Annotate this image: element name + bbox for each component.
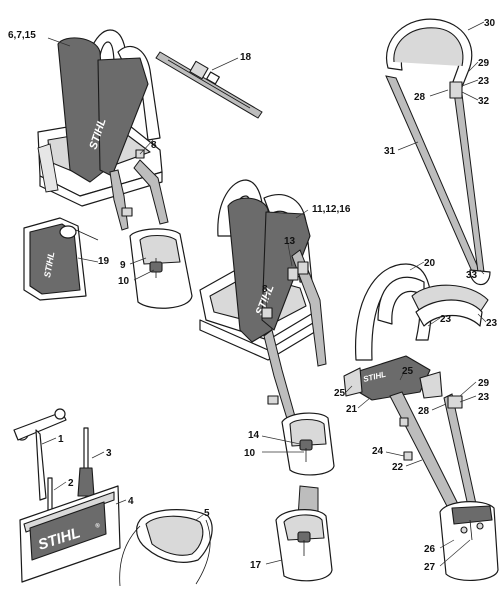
part-4-manual: STIHL ®: [19, 485, 121, 583]
callout-8-center: 8: [262, 284, 268, 295]
part-17-pouch: [275, 485, 333, 582]
callout-19: 19: [98, 256, 110, 267]
callout-24: 24: [372, 446, 384, 457]
harness-one: STIHL: [37, 29, 193, 309]
callout-33: 33: [466, 270, 478, 281]
callout-20: 20: [424, 258, 436, 269]
callout-28: 28: [414, 92, 426, 103]
callout-10-center: 10: [244, 448, 256, 459]
callout-25-right: 25: [402, 366, 414, 377]
callout-32: 32: [478, 96, 490, 107]
leader-lines: [41, 21, 487, 567]
part-5-glasses: [119, 509, 213, 587]
callout-29: 29: [478, 58, 490, 69]
callout-25-left: 25: [334, 388, 346, 399]
callout-31: 31: [384, 146, 396, 157]
callout-28-lower: 28: [418, 406, 430, 417]
callout-23-lower: 23: [478, 392, 490, 403]
callout-13: 13: [284, 236, 296, 247]
harness-two: STIHL: [199, 179, 335, 476]
callout-6-7-15: 6,7,15: [8, 30, 36, 41]
callout-4: 4: [128, 496, 134, 507]
part-19-pouch: STIHL: [23, 217, 99, 301]
callout-26: 26: [424, 544, 436, 555]
part-19-brand: STIHL: [42, 251, 56, 278]
callout-3: 3: [106, 448, 112, 459]
callout-22: 22: [392, 462, 404, 473]
callout-1: 1: [58, 434, 64, 445]
shoulder-strap-30: [385, 18, 491, 286]
callout-17: 17: [250, 560, 262, 571]
callout-9: 9: [120, 260, 126, 271]
callout-27: 27: [424, 562, 436, 573]
harness-three: STIHL: [343, 263, 499, 581]
callout-18: 18: [240, 52, 252, 63]
callout-29-lower: 29: [478, 378, 490, 389]
callout-23: 23: [478, 76, 490, 87]
part-18-strap: [155, 51, 263, 119]
callout-8: 8: [151, 140, 157, 151]
callout-23-left: 23: [440, 314, 452, 325]
callout-labels: 6,7,15 18 8 19 9 10 11,12,16 13 8 14 10 …: [8, 18, 498, 573]
tools-1-2-3: [13, 408, 95, 511]
manual-registered: ®: [94, 522, 101, 530]
callout-23-right: 23: [486, 318, 498, 329]
callout-10: 10: [118, 276, 130, 287]
callout-30: 30: [484, 18, 496, 29]
callout-11-12-16: 11,12,16: [312, 204, 351, 215]
callout-2: 2: [68, 478, 74, 489]
callout-21: 21: [346, 404, 358, 415]
callout-14: 14: [248, 430, 260, 441]
callout-5: 5: [204, 508, 210, 519]
